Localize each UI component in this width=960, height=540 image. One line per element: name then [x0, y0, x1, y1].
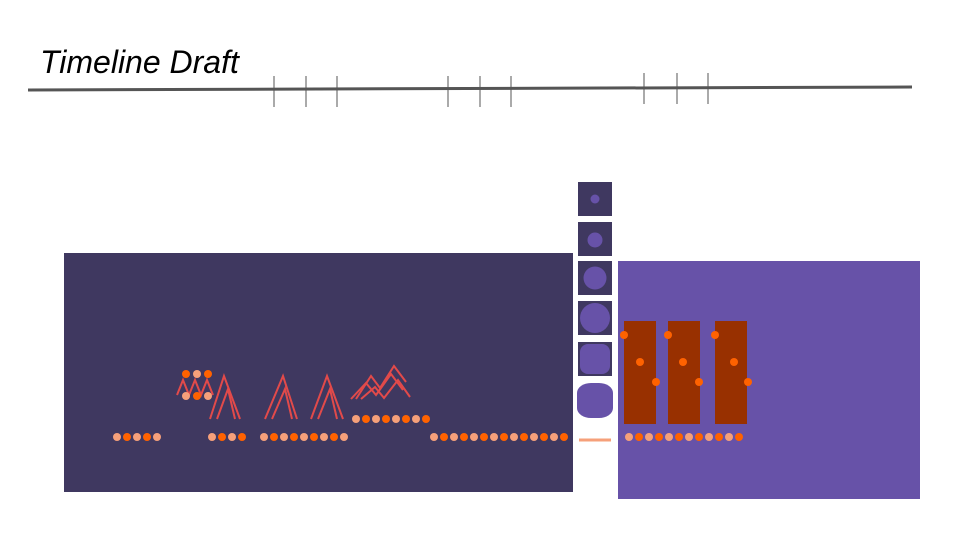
- bar-dot: [744, 378, 752, 386]
- cluster-dot: [204, 370, 212, 378]
- row-dot: [402, 415, 410, 423]
- bar-dot: [620, 331, 628, 339]
- row-dot: [460, 433, 468, 441]
- row-dot: [540, 433, 548, 441]
- row-dot: [153, 433, 161, 441]
- row-dot: [490, 433, 498, 441]
- row-dot: [470, 433, 478, 441]
- row-dot: [362, 415, 370, 423]
- cluster-dot: [182, 370, 190, 378]
- cluster-dot: [193, 370, 201, 378]
- timeline-line: [28, 87, 912, 90]
- row-dot: [352, 415, 360, 423]
- row-dot: [310, 433, 318, 441]
- bar-dot: [664, 331, 672, 339]
- row-dot: [520, 433, 528, 441]
- row-dot: [440, 433, 448, 441]
- row-dot: [228, 433, 236, 441]
- row-dot: [412, 415, 420, 423]
- row-dot: [560, 433, 568, 441]
- row-dot: [430, 433, 438, 441]
- row-dot: [645, 433, 653, 441]
- row-dot: [133, 433, 141, 441]
- row-dot: [725, 433, 733, 441]
- square-6-dot: [577, 383, 613, 418]
- bar-dot: [711, 331, 719, 339]
- row-dot: [280, 433, 288, 441]
- cluster-dot: [204, 392, 212, 400]
- row-dot: [510, 433, 518, 441]
- row-dot: [208, 433, 216, 441]
- row-dot: [143, 433, 151, 441]
- row-dot: [270, 433, 278, 441]
- row-dot: [123, 433, 131, 441]
- row-dot: [290, 433, 298, 441]
- row-dot: [450, 433, 458, 441]
- row-dot: [113, 433, 121, 441]
- bar-dot: [730, 358, 738, 366]
- row-dot: [550, 433, 558, 441]
- row-dot: [392, 415, 400, 423]
- row-dot: [675, 433, 683, 441]
- row-dot: [705, 433, 713, 441]
- row-dot: [372, 415, 380, 423]
- bar-2: [668, 321, 700, 424]
- bar-3: [715, 321, 747, 424]
- square-3-dot: [584, 267, 607, 290]
- bar-dot: [636, 358, 644, 366]
- left-panel: [64, 253, 573, 492]
- row-dot: [530, 433, 538, 441]
- square-2-dot: [588, 233, 603, 248]
- square-4-dot: [580, 303, 610, 333]
- square-1-dot: [591, 195, 600, 204]
- growing-squares: [577, 182, 613, 418]
- bar-dot: [695, 378, 703, 386]
- bar-dot: [652, 378, 660, 386]
- cluster-dot: [193, 392, 201, 400]
- row-dot: [635, 433, 643, 441]
- bar-dot: [679, 358, 687, 366]
- row-dot: [330, 433, 338, 441]
- row-dot: [320, 433, 328, 441]
- bar-1: [624, 321, 656, 424]
- row-dot: [300, 433, 308, 441]
- row-dot: [382, 415, 390, 423]
- row-dot: [422, 415, 430, 423]
- row-dot: [715, 433, 723, 441]
- right-panel: [618, 261, 920, 499]
- square-5-dot: [580, 344, 610, 374]
- row-dot: [500, 433, 508, 441]
- row-dot: [655, 433, 663, 441]
- row-dot: [685, 433, 693, 441]
- row-dot: [218, 433, 226, 441]
- row-dot: [665, 433, 673, 441]
- row-dot: [260, 433, 268, 441]
- row-dot: [625, 433, 633, 441]
- row-dot: [480, 433, 488, 441]
- row-dot: [238, 433, 246, 441]
- row-dot: [735, 433, 743, 441]
- row-dot: [695, 433, 703, 441]
- cluster-dot: [182, 392, 190, 400]
- row-dot: [340, 433, 348, 441]
